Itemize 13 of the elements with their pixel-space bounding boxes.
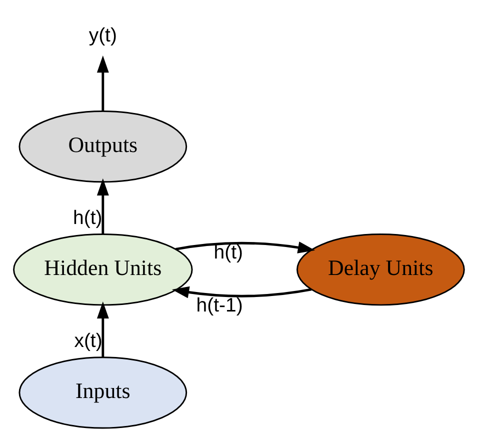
arrow: [96, 55, 108, 111]
node-text: y(t): [88, 24, 116, 47]
arrow: [174, 242, 314, 254]
arrow: [96, 178, 108, 234]
node-ellipse: Outputs: [18, 110, 187, 183]
edge-label: h(t): [72, 206, 102, 229]
edge-label: x(t): [74, 330, 102, 352]
node-ellipse: Inputs: [18, 356, 187, 429]
arrow: [96, 301, 108, 358]
edge-label: h(t): [213, 242, 243, 264]
node-ellipse: Hidden Units: [12, 234, 192, 306]
edge-label: h(t-1): [196, 294, 242, 317]
arrow: [171, 286, 312, 298]
